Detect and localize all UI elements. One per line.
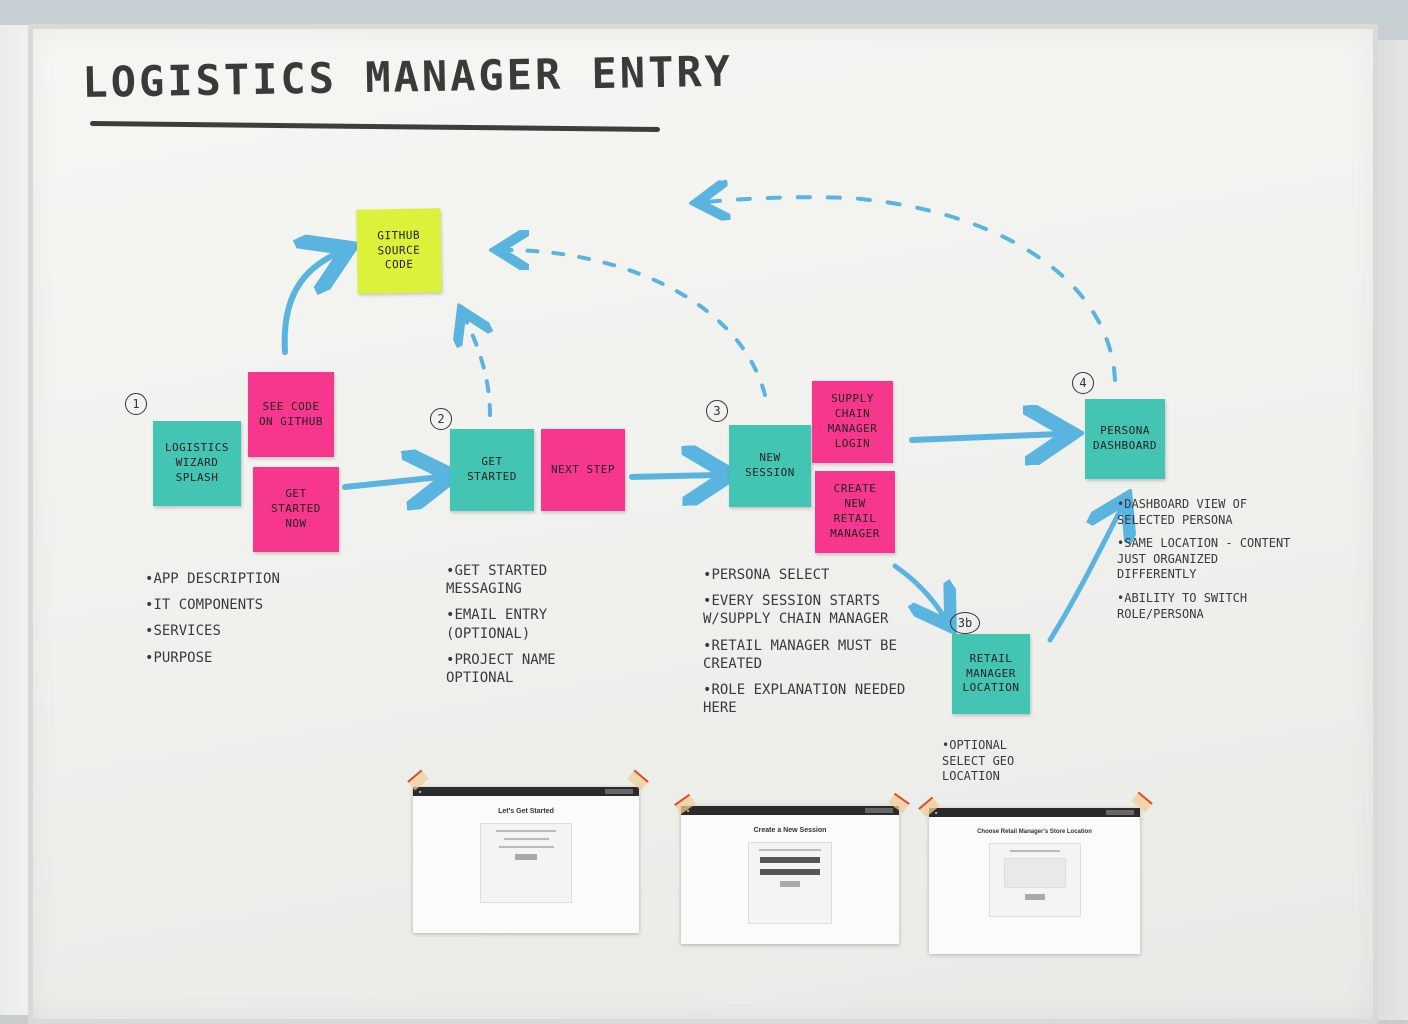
- list-item: ROLE EXPLANATION NEEDED HERE: [703, 681, 918, 717]
- list-item: SAME LOCATION - CONTENT JUST ORGANIZED D…: [1117, 536, 1302, 583]
- list-item: DASHBOARD VIEW OF SELECTED PERSONA: [1117, 497, 1302, 528]
- step4-notes-list: DASHBOARD VIEW OF SELECTED PERSONA SAME …: [1117, 497, 1302, 630]
- printout-heading: Choose Retail Manager's Store Location: [977, 829, 1092, 835]
- sticky-logistics-wizard-splash: LOGISTICS WIZARD SPLASH: [153, 421, 241, 506]
- list-item: PURPOSE: [145, 649, 345, 667]
- printout-form-panel: [480, 823, 572, 903]
- step-number-3: 3: [706, 400, 728, 422]
- printout-choose-store-location: ■ Choose Retail Manager's Store Location: [929, 808, 1140, 954]
- sticky-retail-manager-location: RETAIL MANAGER LOCATION: [952, 634, 1030, 714]
- printout-header-bar: ■: [413, 787, 639, 796]
- list-item: IT COMPONENTS: [145, 596, 345, 614]
- list-item: APP DESCRIPTION: [145, 570, 345, 588]
- sticky-new-session: NEW SESSION: [729, 425, 811, 507]
- step2-notes-list: GET STARTED MESSAGING EMAIL ENTRY (OPTIO…: [446, 562, 621, 695]
- list-item: PERSONA SELECT: [703, 566, 918, 584]
- list-item: OPTIONAL SELECT GEO LOCATION: [942, 738, 1052, 785]
- step-number-2: 2: [430, 408, 452, 430]
- step3b-notes-list: OPTIONAL SELECT GEO LOCATION: [942, 738, 1052, 793]
- step-number-3b: 3b: [950, 612, 980, 634]
- printout-create-new-session: ■ Create a New Session: [681, 806, 899, 944]
- step-number-4: 4: [1072, 372, 1094, 394]
- list-item: EMAIL ENTRY (OPTIONAL): [446, 606, 621, 642]
- list-item: PROJECT NAME OPTIONAL: [446, 651, 621, 687]
- printout-form-panel: [988, 843, 1081, 917]
- sticky-github-source-code: GITHUB SOURCE CODE: [356, 208, 442, 294]
- printout-header-bar: ■: [929, 808, 1140, 817]
- sticky-next-step: NEXT STEP: [541, 429, 625, 511]
- step3-notes-list: PERSONA SELECT EVERY SESSION STARTS W/SU…: [703, 566, 918, 725]
- list-item: GET STARTED MESSAGING: [446, 562, 621, 598]
- printout-form-panel: [748, 842, 832, 924]
- printout-header-bar: ■: [681, 806, 899, 815]
- list-item: RETAIL MANAGER MUST BE CREATED: [703, 637, 918, 673]
- printout-heading: Let's Get Started: [498, 808, 554, 815]
- list-item: SERVICES: [145, 622, 345, 640]
- printout-lets-get-started: ■ Let's Get Started: [413, 787, 639, 933]
- sticky-create-new-retail-manager: CREATE NEW RETAIL MANAGER: [815, 471, 895, 553]
- sticky-persona-dashboard: PERSONA DASHBOARD: [1085, 399, 1165, 479]
- sticky-see-code-on-github: SEE CODE ON GITHUB: [248, 372, 334, 457]
- sticky-supply-chain-manager-login: SUPPLY CHAIN MANAGER LOGIN: [812, 381, 893, 463]
- sticky-get-started: GET STARTED: [450, 429, 534, 511]
- sticky-get-started-now: GET STARTED NOW: [253, 467, 339, 552]
- list-item: EVERY SESSION STARTS W/SUPPLY CHAIN MANA…: [703, 592, 918, 628]
- printout-heading: Create a New Session: [753, 827, 827, 834]
- list-item: ABILITY TO SWITCH ROLE/PERSONA: [1117, 591, 1302, 622]
- step1-notes-list: APP DESCRIPTION IT COMPONENTS SERVICES P…: [145, 570, 345, 675]
- step-number-1: 1: [125, 393, 147, 415]
